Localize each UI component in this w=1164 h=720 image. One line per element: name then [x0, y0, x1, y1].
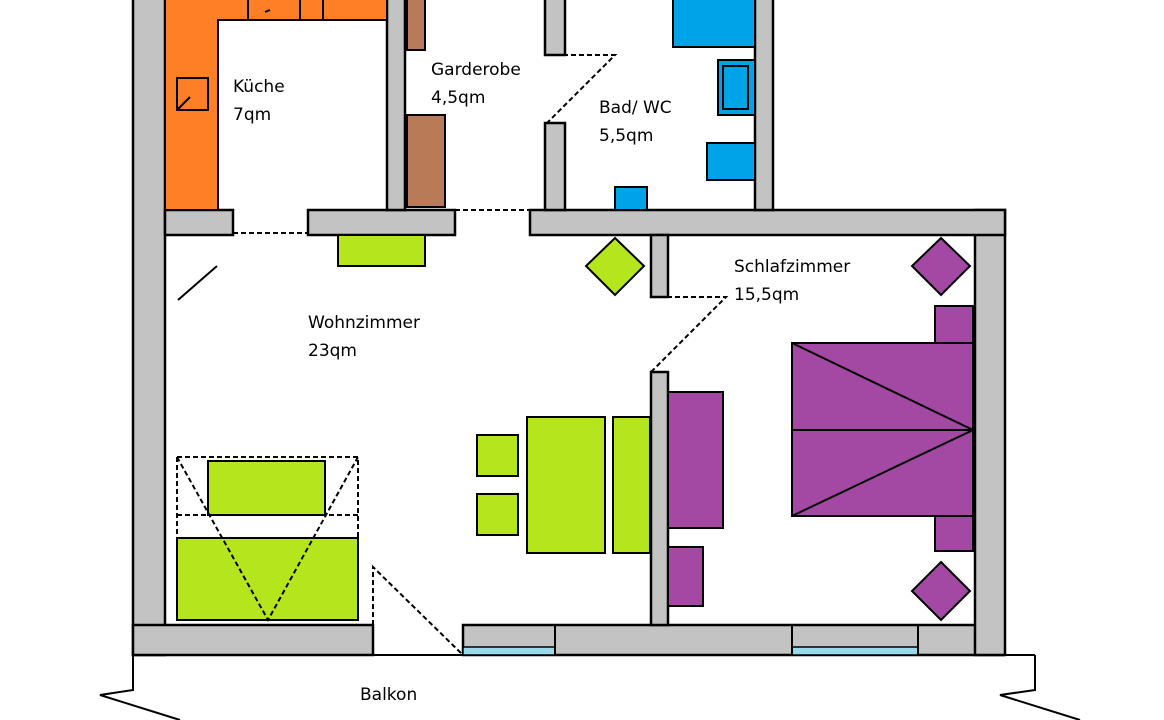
nightstand [934, 515, 974, 552]
room-area-garderobe: 4,5qm [431, 88, 485, 108]
room-area-wohnzimmer: 23qm [308, 341, 357, 361]
room-name-bad: Bad/ WC [599, 98, 672, 118]
dining-table [526, 416, 606, 554]
wardrobe-cabinet [406, 0, 426, 51]
room-name-garderobe: Garderobe [431, 60, 521, 80]
sideboard [337, 234, 426, 267]
door-swings [177, 54, 729, 656]
toilet [706, 142, 756, 181]
balcony-outline [99, 654, 1081, 720]
shower [672, 0, 756, 48]
window [462, 646, 556, 656]
room-area-schlafzimmer: 15,5qm [734, 285, 799, 305]
sofa-bed [176, 537, 359, 621]
room-name-wohnzimmer: Wohnzimmer [308, 313, 420, 333]
stove-icon [176, 77, 209, 111]
bathroom-fixtures [614, 0, 756, 211]
window [791, 646, 919, 656]
washing-machine [614, 186, 648, 211]
room-name-kueche: Küche [233, 77, 285, 97]
room-name-balkon: Balkon [360, 685, 417, 705]
room-area-bad: 5,5qm [599, 126, 653, 146]
tv-table [207, 460, 326, 516]
plant [910, 560, 972, 622]
bedroom-furniture [667, 236, 976, 622]
plant [910, 236, 972, 297]
chair [476, 493, 519, 536]
dresser [667, 546, 704, 607]
room-name-schlafzimmer: Schlafzimmer [734, 257, 850, 277]
room-area-kueche: 7qm [233, 105, 271, 125]
nightstand [934, 305, 974, 344]
chair [476, 434, 519, 477]
bench [612, 416, 651, 554]
living-room-furniture [176, 234, 651, 621]
closet [667, 391, 724, 529]
kitchen-counter [164, 0, 388, 211]
wardrobe-cabinet [406, 114, 446, 208]
plant [584, 236, 646, 297]
